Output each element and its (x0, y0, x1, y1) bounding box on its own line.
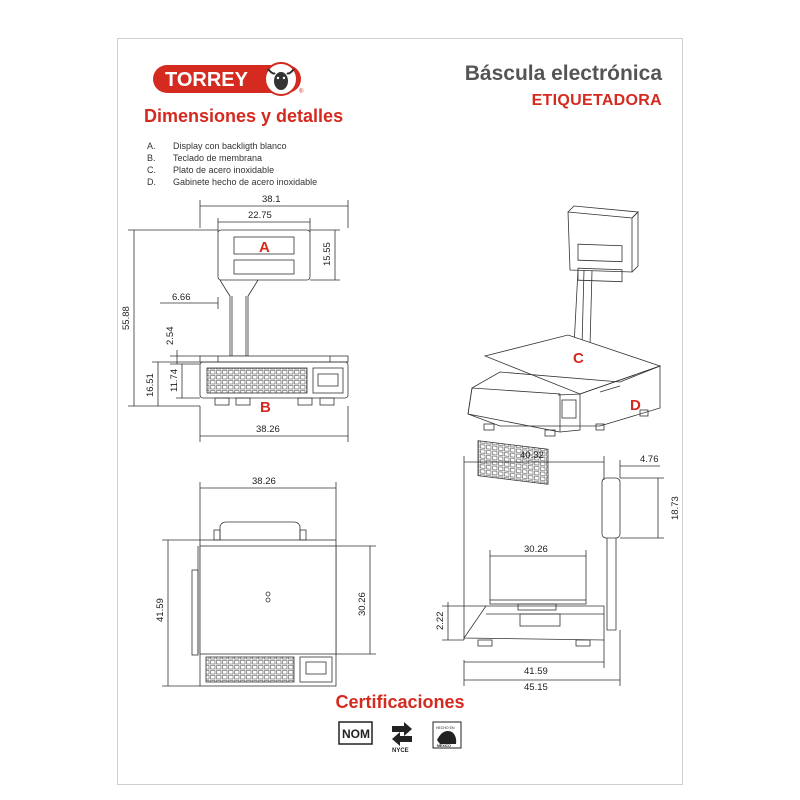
dim-body-height: 11.74 (169, 369, 180, 392)
hecho-en-mexico-badge: HECHO EN MÉXICO (432, 721, 462, 749)
dim-pole-offset: 6.66 (172, 292, 191, 303)
torrey-logo: TORREY ® (153, 62, 304, 96)
dim-display-height: 15.55 (322, 242, 333, 266)
callout-b: B (260, 399, 271, 416)
dim-side-display-depth: 4.76 (640, 454, 659, 465)
dim-side-display-height: 18.73 (670, 496, 681, 520)
isometric-view (467, 205, 662, 485)
svg-text:NYCE: NYCE (392, 748, 409, 754)
dim-total-height: 55.88 (121, 306, 132, 330)
page-subtitle: ETIQUETADORA (531, 92, 662, 109)
feature-list: A.Display con backligth blanco B.Teclado… (147, 140, 317, 188)
svg-text:NOM: NOM (342, 727, 370, 741)
callout-c: C (573, 350, 584, 367)
dim-top-width: 38.26 (252, 476, 276, 487)
dim-front-base-width: 38.26 (256, 424, 280, 435)
side-view (442, 456, 664, 686)
page-title: Báscula electrónica (464, 62, 662, 85)
nom-badge: NOM (338, 721, 373, 745)
dim-side-plate-height: 2.22 (435, 612, 446, 631)
callout-a: A (259, 239, 270, 256)
section-title: Dimensiones y detalles (144, 106, 344, 126)
dim-plate-gap: 2.54 (165, 327, 176, 346)
top-view (162, 482, 376, 687)
dim-top-depth: 41.59 (155, 598, 166, 622)
dim-front-total-width: 38.1 (262, 194, 281, 205)
feature-item: A.Display con backligth blanco (147, 141, 287, 151)
feature-item: C.Plato de acero inoxidable (147, 165, 275, 175)
feature-item: D.Gabinete hecho de acero inoxidable (147, 177, 318, 187)
dim-top-plate-depth: 30.26 (357, 592, 368, 616)
callout-d: D (630, 397, 641, 414)
svg-text:HECHO EN: HECHO EN (436, 726, 455, 730)
certifications-title: Certificaciones (335, 692, 465, 712)
dim-base-height: 16.51 (145, 373, 156, 397)
svg-text:MÉXICO: MÉXICO (437, 743, 451, 748)
dim-side-plate-width: 30.26 (524, 544, 548, 555)
bull-head-icon (264, 62, 298, 96)
front-view (128, 200, 349, 442)
dim-side-overall-depth: 45.15 (524, 682, 548, 693)
dim-side-total-depth: 40.32 (520, 450, 544, 461)
nyce-badge: NYCE (392, 722, 412, 754)
logo-text: TORREY (165, 69, 249, 91)
dim-display-width: 22.75 (248, 210, 272, 221)
dim-side-base-depth: 41.59 (524, 666, 548, 677)
feature-item: B.Teclado de membrana (147, 153, 263, 163)
svg-text:®: ® (299, 88, 304, 95)
